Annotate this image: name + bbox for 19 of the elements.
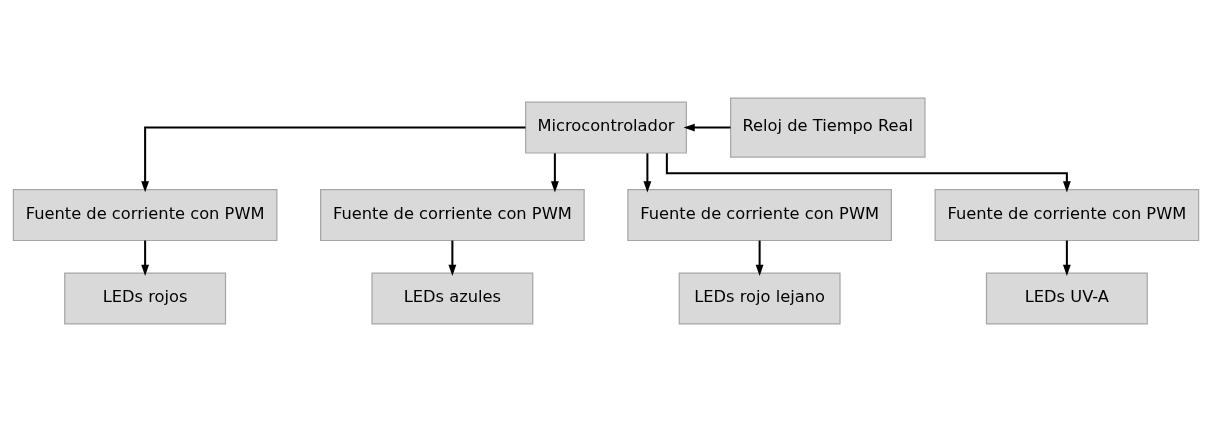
- node-box: LEDs UV-A: [985, 271, 1148, 325]
- arrow: [643, 152, 652, 193]
- arrow: [665, 152, 1071, 192]
- arrow: [755, 240, 764, 276]
- node-box: Fuente de corriente con PWM: [12, 188, 278, 241]
- node-box: LEDs rojos: [64, 271, 227, 325]
- node-box: Fuente de corriente con PWM: [627, 188, 892, 241]
- arrow: [448, 240, 457, 276]
- node-box: LEDs rojo lejano: [678, 271, 841, 325]
- arrow: [141, 240, 150, 276]
- arrow: [550, 152, 559, 193]
- node-box: Microcontrolador: [525, 101, 687, 154]
- arrow: [683, 123, 731, 131]
- node-box: Fuente de corriente con PWM: [934, 188, 1200, 241]
- node-box: Reloj de Tiempo Real: [730, 96, 926, 158]
- arrow: [141, 126, 526, 192]
- arrow: [1062, 240, 1071, 276]
- node-box: LEDs azules: [371, 271, 534, 325]
- node-box: Fuente de corriente con PWM: [320, 188, 585, 241]
